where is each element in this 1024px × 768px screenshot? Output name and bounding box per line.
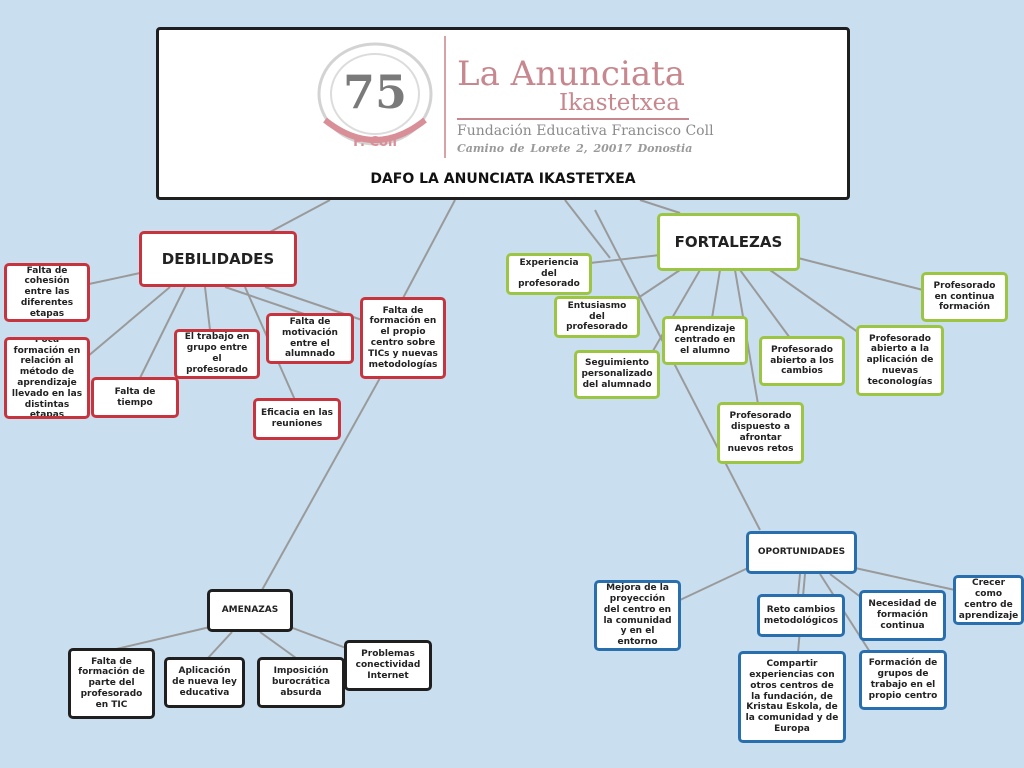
connector-line (649, 269, 701, 357)
connector-line (289, 626, 347, 649)
brand-title: La Anunciata (457, 54, 686, 94)
debilidad-item: El trabajo en grupo entre el profesorado (174, 329, 260, 379)
connector-line (634, 269, 681, 301)
debilidades-heading: DEBILIDADES (139, 231, 297, 287)
amenazas-heading: AMENAZAS (207, 589, 293, 632)
debilidad-item: Eficacia en las reuniones (253, 398, 341, 440)
amenaza-item: Falta de formación de parte del profesor… (68, 648, 155, 719)
amenaza-item: Problemas conectividad Internet (344, 640, 432, 691)
connector-line (769, 269, 863, 336)
debilidad-item: Falta de cohesión entre las diferentes e… (4, 263, 90, 322)
oportunidad-item: Necesidad de formación continua (859, 590, 946, 641)
oportunidad-item: Formación de grupos de trabajo en el pro… (859, 650, 947, 710)
fortaleza-item: Experiencia del profesorado (506, 253, 592, 295)
brand-foundation: Fundación Educativa Francisco Coll (457, 123, 714, 139)
svg-text:75: 75 (343, 65, 407, 119)
fortaleza-item: Profesorado en continua formación (921, 272, 1008, 322)
connector-line (261, 377, 381, 591)
connector-line (829, 573, 863, 599)
connector-line (207, 631, 233, 659)
connector-line (401, 199, 456, 301)
debilidad-item: Falta de tiempo (91, 377, 179, 418)
debilidad-item: Poca formación en relación al método de … (4, 337, 90, 419)
oportunidad-item: Mejora de la proyección del centro en la… (594, 580, 681, 651)
fortaleza-item: Profesorado dispuesto a afrontar nuevos … (717, 402, 804, 464)
brand-address: Camino de Lorete 2, 20017 Donostia (457, 142, 693, 155)
connector-line (711, 269, 721, 319)
header-panel: 75 F. Coll La Anunciata Ikastetxea Funda… (156, 27, 850, 200)
amenaza-item: Imposición burocrática absurda (257, 657, 345, 708)
oportunidad-item: Crecer como centro de aprendizaje (953, 575, 1024, 625)
connector-line (224, 286, 311, 317)
fortaleza-item: Entusiasmo del profesorado (554, 296, 640, 338)
connector-line (88, 272, 141, 285)
connector-line (739, 269, 791, 339)
page-title: DAFO LA ANUNCIATA IKASTETXEA (370, 171, 636, 187)
connector-line (639, 199, 681, 214)
fortaleza-item: Seguimiento personalizado del alumnado (574, 350, 660, 399)
oportunidades-heading: OPORTUNIDADES (746, 531, 857, 574)
connector-line (594, 209, 761, 531)
connector-line (589, 254, 661, 264)
debilidad-item: Falta de formación en el propio centro s… (360, 297, 446, 379)
amenaza-item: Aplicación de nueva ley educativa (164, 657, 245, 708)
connector-line (854, 567, 956, 591)
connector-line (797, 573, 801, 596)
fortaleza-item: Aprendizaje centrado en el alumno (662, 316, 748, 365)
svg-text:F. Coll: F. Coll (353, 135, 397, 150)
connector-line (111, 626, 211, 651)
logo-divider (444, 36, 446, 158)
oportunidad-item: Compartir experiencias con otros centros… (738, 651, 846, 743)
connector-line (139, 286, 186, 379)
oportunidad-item: Reto cambios metodológicos (757, 594, 845, 637)
connector-line (204, 286, 211, 331)
brand-subtitle: Ikastetxea (559, 90, 680, 116)
school-seal-logo: 75 F. Coll (317, 42, 433, 150)
fortalezas-heading: FORTALEZAS (657, 213, 800, 271)
debilidad-item: Falta de motivación entre el alumnado (266, 313, 354, 364)
brand-rule (457, 118, 689, 120)
connector-line (797, 257, 924, 291)
connector-line (269, 199, 331, 233)
connector-line (564, 199, 611, 259)
fortaleza-item: Profesorado abierto a la aplicación de n… (856, 325, 944, 396)
connector-line (679, 567, 749, 601)
fortaleza-item: Profesorado abierto a los cambios (759, 336, 845, 386)
connector-line (259, 631, 297, 659)
